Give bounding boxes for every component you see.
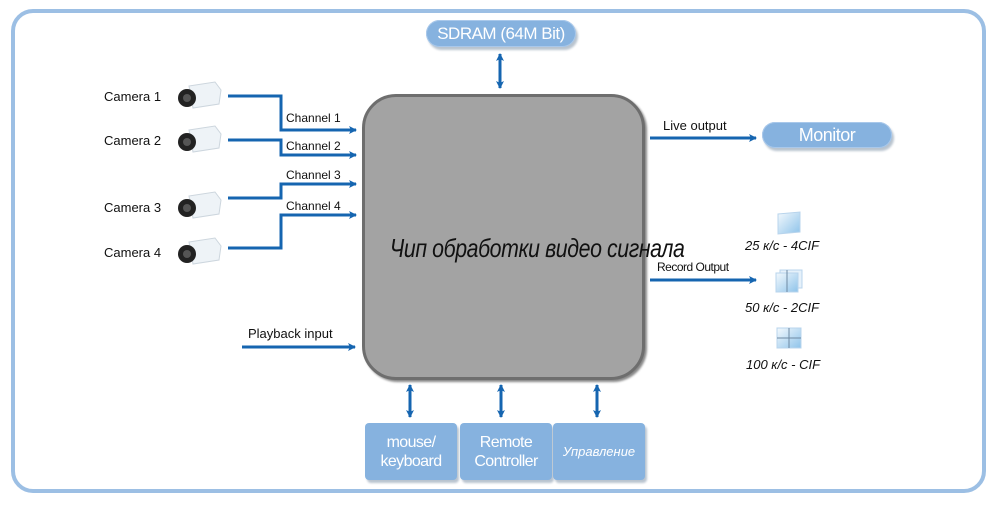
control-block: Управление xyxy=(553,423,645,480)
record-mode-3-label: 100 к/с - CIF xyxy=(746,357,821,372)
channel-4-label: Channel 4 xyxy=(286,199,341,213)
camera-3-wire xyxy=(228,180,357,200)
record-output-label: Record Output xyxy=(657,260,729,274)
record-mode-1-label: 25 к/с - 4CIF xyxy=(745,238,820,253)
camera-2-label: Camera 2 xyxy=(104,133,162,148)
camera-1-wire xyxy=(228,94,357,134)
camera-1-label: Camera 1 xyxy=(104,89,162,104)
camera-4-wire xyxy=(228,211,357,250)
channel-3-label: Channel 3 xyxy=(286,168,341,182)
camera-2-icon xyxy=(178,125,222,153)
split-two-frame-icon xyxy=(775,269,803,293)
monitor-block: Monitor xyxy=(762,122,892,148)
live-output-label: Live output xyxy=(663,118,727,133)
camera-3-icon xyxy=(178,191,222,219)
quad-frame-icon xyxy=(776,327,802,349)
single-frame-icon xyxy=(777,211,801,235)
sdram-block: SDRAM (64M Bit) xyxy=(426,20,576,47)
camera-3-label: Camera 3 xyxy=(104,200,162,215)
camera-1-icon xyxy=(178,81,222,109)
control-label: Управление xyxy=(562,444,636,459)
camera-2-wire xyxy=(228,138,357,159)
mouse-keyboard-block: mouse/ keyboard xyxy=(365,423,457,480)
chip-title: Чип обработки видео сигнала xyxy=(389,233,685,263)
channel-2-label: Channel 2 xyxy=(286,139,341,153)
camera-4-label: Camera 4 xyxy=(104,245,162,260)
remote-controller-block: Remote Controller xyxy=(460,423,552,480)
camera-4-icon xyxy=(178,237,222,265)
video-processing-chip: Чип обработки видео сигнала xyxy=(362,94,685,380)
diagram-frame xyxy=(11,9,986,493)
remote-controller-label: Remote Controller xyxy=(474,433,538,470)
playback-input-label: Playback input xyxy=(248,326,333,341)
channel-1-label: Channel 1 xyxy=(286,111,341,125)
record-mode-2-label: 50 к/с - 2CIF xyxy=(745,300,820,315)
mouse-keyboard-label: mouse/ keyboard xyxy=(380,433,442,470)
